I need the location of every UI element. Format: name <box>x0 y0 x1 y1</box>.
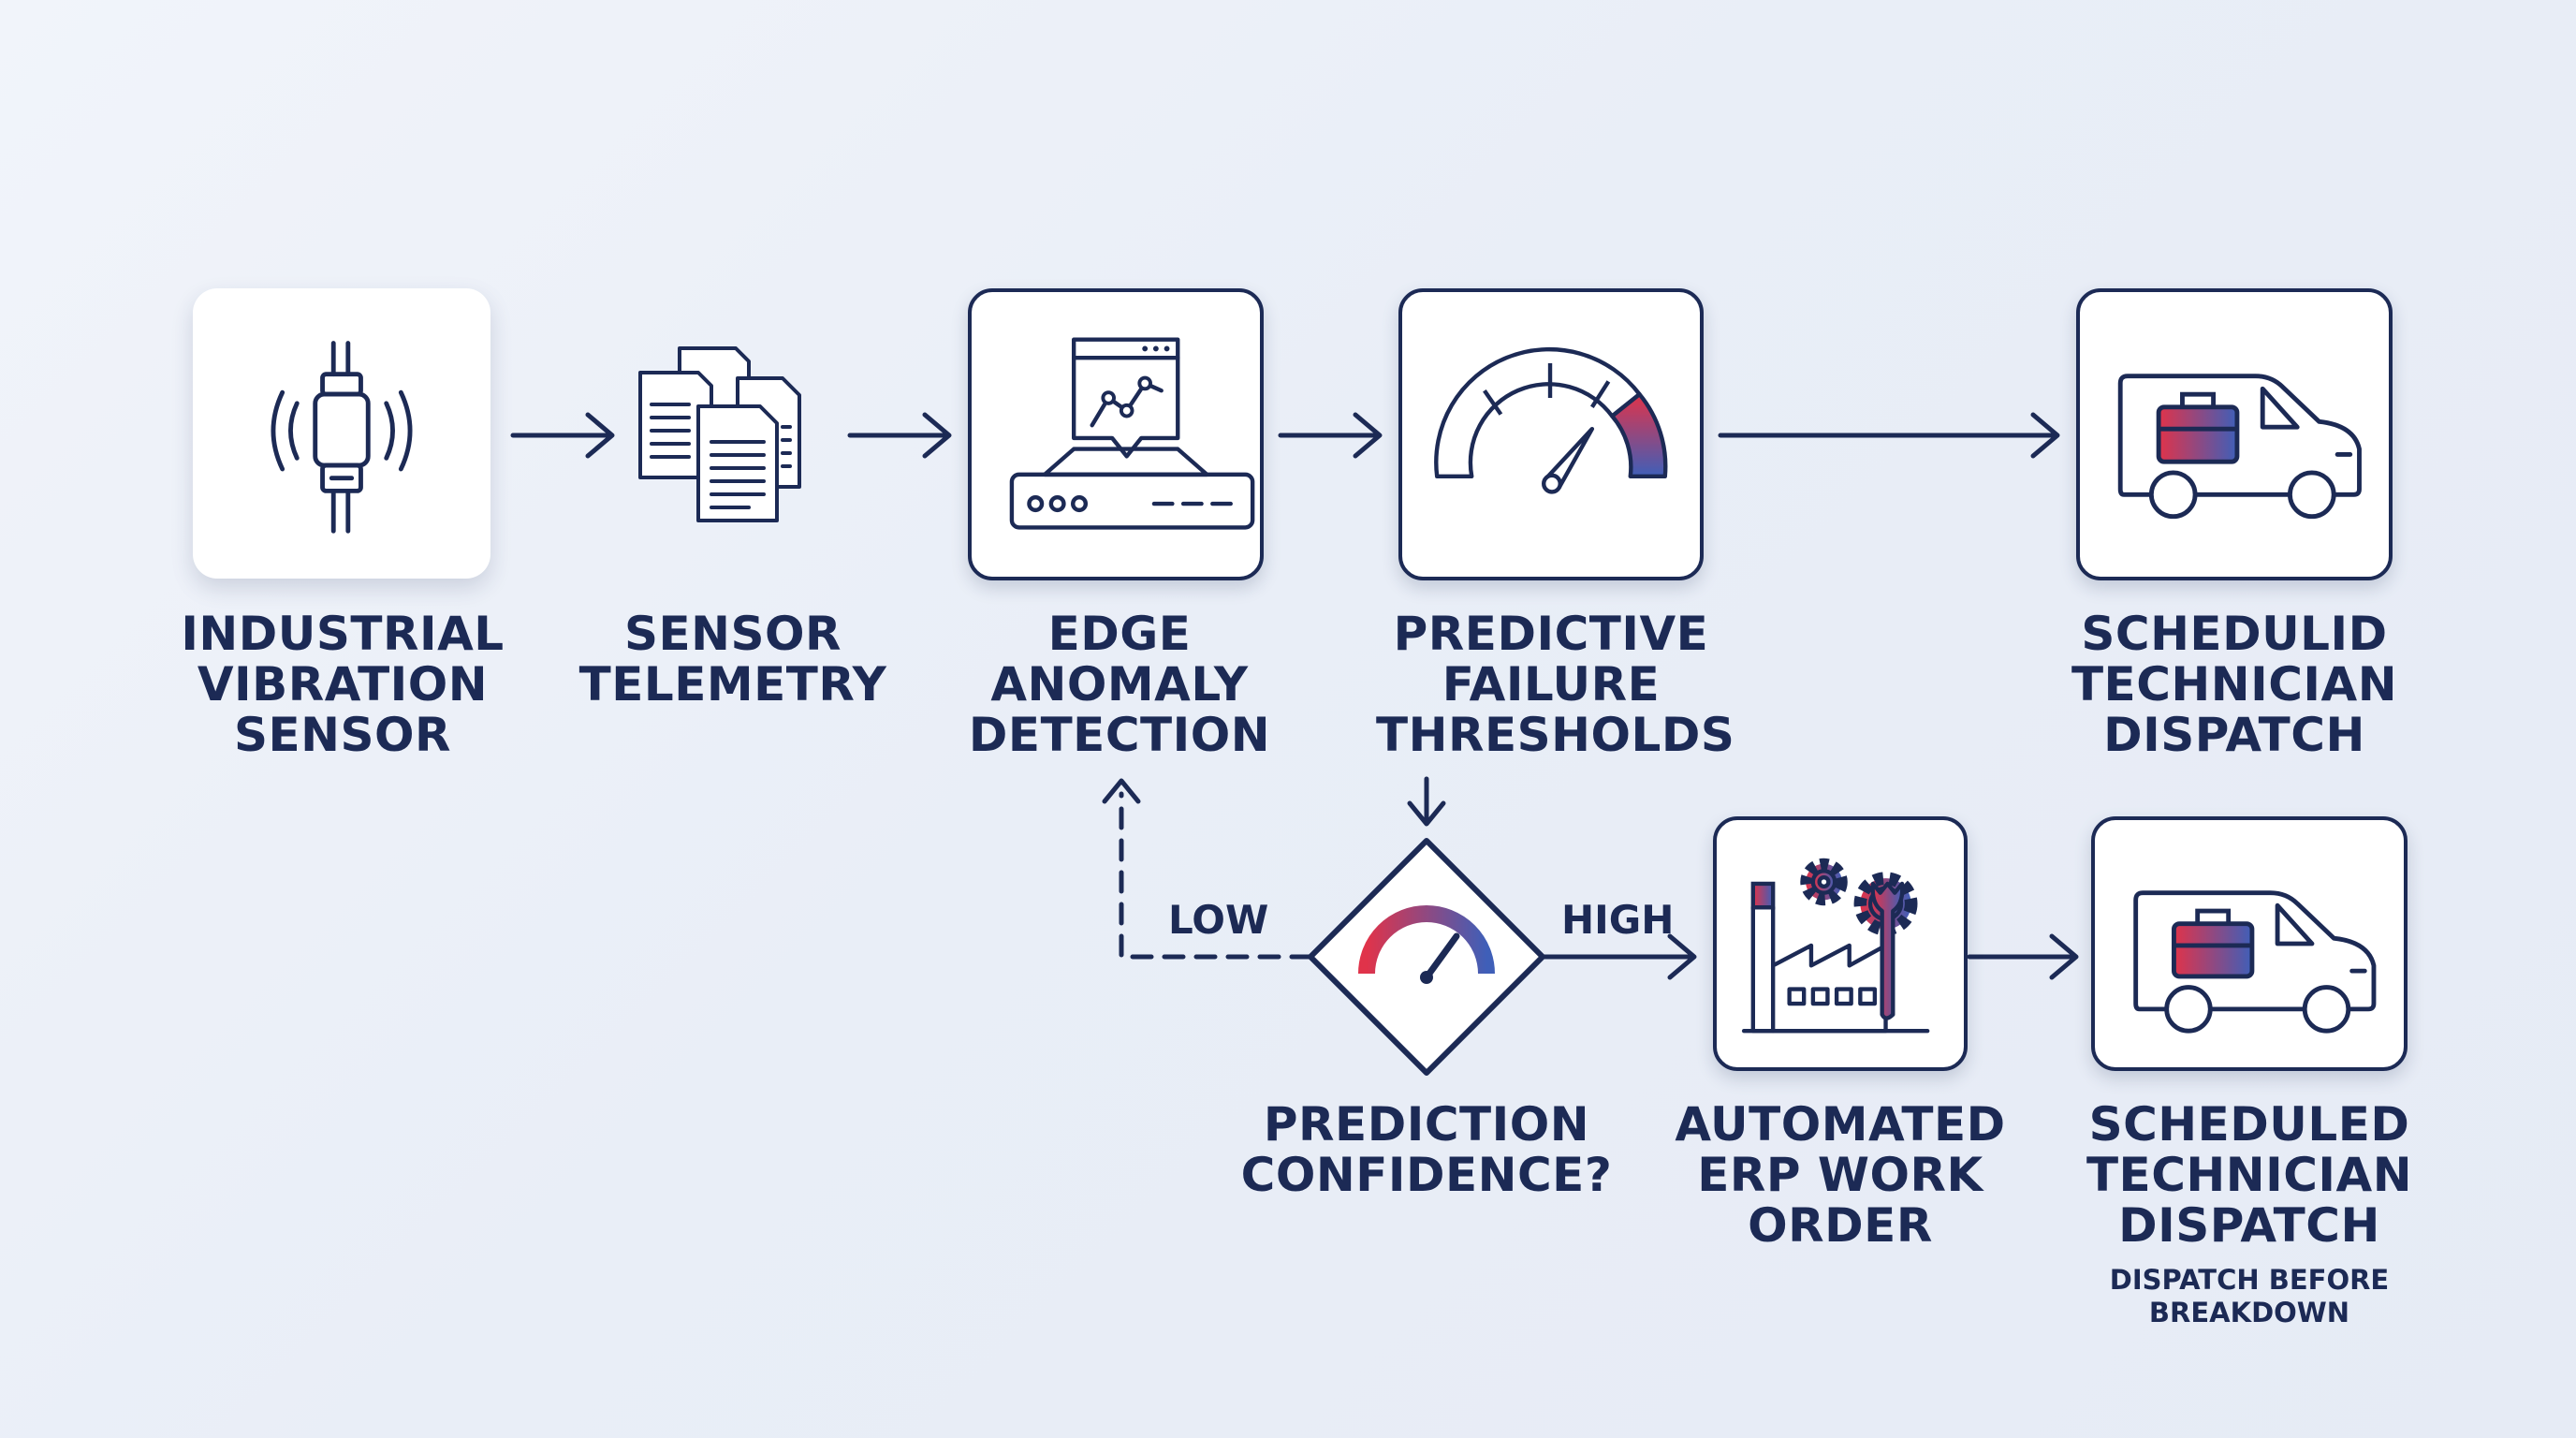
label-line: TELEMETRY <box>578 657 887 712</box>
node-erp <box>1713 816 1968 1071</box>
label-line: SENSOR <box>233 708 452 762</box>
factory-gears-icon <box>1741 858 1930 1034</box>
gauge-icon <box>1434 346 1668 494</box>
arrow-sensor-to-telemetry <box>510 412 615 459</box>
label-line: PREDICTIVE <box>1393 607 1709 661</box>
label-sensor: INDUSTRIAL VIBRATION SENSOR <box>146 609 539 760</box>
label-line: CONFIDENCE? <box>1240 1148 1613 1202</box>
label-line: INDUSTRIAL <box>181 607 505 661</box>
node-thresholds <box>1398 288 1704 580</box>
node-dispatch-top <box>2076 288 2393 580</box>
label-telemetry: SENSOR TELEMETRY <box>562 609 904 710</box>
service-van-icon <box>2133 890 2377 1034</box>
arrow-low-to-edge <box>1102 778 1313 960</box>
decision-diamond <box>1308 838 1545 1076</box>
label-line: EDGE <box>1047 607 1192 661</box>
arrow-high-to-erp <box>1542 933 1697 980</box>
node-sensor <box>193 288 490 579</box>
label-dispatch-bottom: SCHEDULED TECHNICIAN DISPATCH <box>2059 1099 2439 1251</box>
node-edge <box>968 288 1264 580</box>
edge-device-chart-icon <box>1009 337 1255 530</box>
label-erp: AUTOMATED ERP WORK ORDER <box>1662 1099 2018 1251</box>
arrow-erp-to-dispatch <box>1967 933 2079 980</box>
vibration-sensor-icon <box>271 341 413 534</box>
arrow-thresholds-to-dispatch <box>1718 412 2060 459</box>
documents-icon <box>638 346 801 522</box>
label-line: AUTOMATED <box>1675 1097 2006 1152</box>
label-line: DISPATCH <box>2118 1198 2380 1253</box>
label-line: ERP WORK <box>1697 1148 1983 1202</box>
label-thresholds: PREDICTIVE FAILURE THRESHOLDS <box>1376 607 1735 762</box>
sublabel-dispatch-bottom: DISPATCH BEFORE BREAKDOWN <box>2078 1264 2421 1329</box>
gauge-icon <box>1358 905 1495 984</box>
label-line: DISPATCH <box>2103 708 2365 762</box>
label-line: SCHEDULED <box>2088 1097 2410 1152</box>
label-edge: EDGE ANOMALY DETECTION <box>945 609 1294 760</box>
edge-label-low: LOW <box>1168 897 1269 943</box>
label-line: FAILURE <box>1442 657 1661 712</box>
label-line: THRESHOLDS <box>1376 708 1735 762</box>
sublabel-line: DISPATCH BEFORE <box>2109 1264 2390 1296</box>
arrow-thresholds-to-confidence <box>1407 776 1446 827</box>
label-line: TECHNICIAN <box>2086 1148 2413 1202</box>
service-van-icon <box>2117 374 2362 520</box>
label-line: TECHNICIAN <box>2071 657 2398 712</box>
label-line: ANOMALY <box>990 657 1249 712</box>
node-dispatch-bottom <box>2091 816 2408 1071</box>
label-dispatch-top: SCHEDULID TECHNICIAN DISPATCH <box>2044 609 2424 760</box>
label-line: ORDER <box>1748 1198 1933 1253</box>
label-line: DETECTION <box>968 708 1271 762</box>
sublabel-line: BREAKDOWN <box>2148 1297 2350 1328</box>
label-line: SENSOR <box>623 607 842 661</box>
label-line: PREDICTION <box>1263 1097 1590 1152</box>
label-confidence: PREDICTION CONFIDENCE? <box>1236 1099 1617 1200</box>
arrow-telemetry-to-edge <box>847 412 952 459</box>
label-line: SCHEDULID <box>2081 607 2388 661</box>
edge-label-high: HIGH <box>1561 897 1675 943</box>
label-line: VIBRATION <box>197 657 489 712</box>
arrow-edge-to-thresholds <box>1278 412 1383 459</box>
